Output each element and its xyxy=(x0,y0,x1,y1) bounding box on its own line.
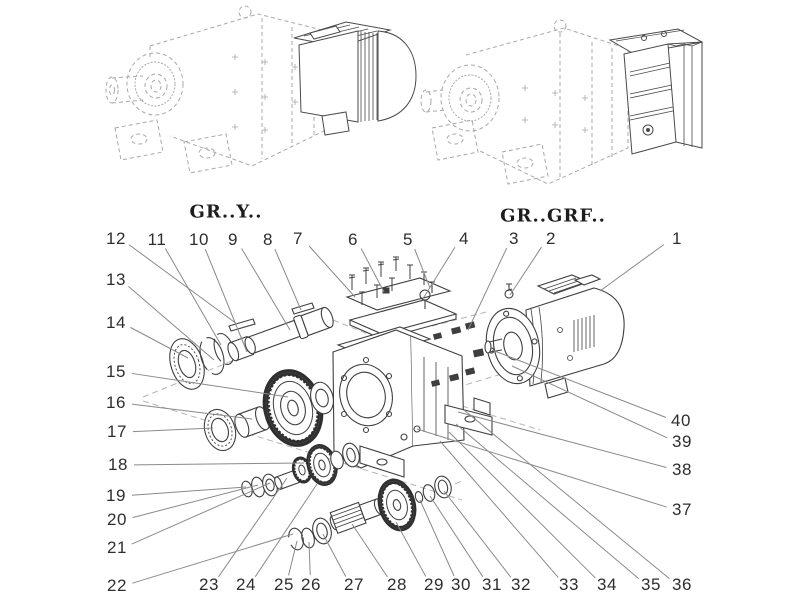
callout-29: 29 xyxy=(424,575,444,594)
callout-4: 4 xyxy=(459,229,469,248)
callout-16: 16 xyxy=(106,393,126,412)
leader-line-7 xyxy=(308,245,356,298)
leader-line-34 xyxy=(448,431,596,579)
callout-8: 8 xyxy=(263,230,273,249)
leader-lines xyxy=(128,244,670,584)
callout-36: 36 xyxy=(672,575,692,594)
leader-line-36 xyxy=(463,409,670,580)
leader-line-40 xyxy=(491,349,667,418)
leader-line-33 xyxy=(439,440,559,578)
callout-15: 15 xyxy=(106,362,126,381)
callout-9: 9 xyxy=(228,230,238,249)
figure-gr-grf-cover xyxy=(608,28,704,155)
leader-line-30 xyxy=(419,499,455,577)
leader-line-24 xyxy=(254,483,318,578)
leader-line-9 xyxy=(241,248,291,331)
leader-line-25 xyxy=(288,540,298,576)
motor xyxy=(430,274,625,399)
callout-25: 25 xyxy=(274,575,294,594)
leader-line-37 xyxy=(416,428,667,508)
figure-label-gr-grf: GR..GRF.. xyxy=(500,205,606,227)
leader-line-2 xyxy=(509,246,542,296)
leader-line-39 xyxy=(511,365,668,439)
leader-line-18 xyxy=(133,462,305,466)
callout-28: 28 xyxy=(387,575,407,594)
leader-line-31 xyxy=(429,495,484,578)
callout-23: 23 xyxy=(199,575,219,594)
leader-line-17 xyxy=(132,427,214,433)
callout-2: 2 xyxy=(546,229,556,248)
leader-line-4 xyxy=(423,246,456,298)
leader-line-26 xyxy=(308,541,311,576)
callout-10: 10 xyxy=(189,230,209,249)
leader-line-38 xyxy=(457,411,667,468)
input-shaft-parts xyxy=(169,302,334,390)
leader-line-22 xyxy=(132,533,294,584)
leader-line-27 xyxy=(322,533,347,577)
leader-line-13 xyxy=(128,285,215,361)
callout-11: 11 xyxy=(147,230,167,249)
leader-line-14 xyxy=(130,326,189,359)
callout-32: 32 xyxy=(511,575,531,594)
callout-7: 7 xyxy=(293,229,303,248)
callout-19: 19 xyxy=(106,486,126,505)
leader-line-23 xyxy=(218,477,288,578)
callout-40: 40 xyxy=(671,411,691,430)
callout-39: 39 xyxy=(672,432,692,451)
callout-37: 37 xyxy=(672,500,692,519)
callout-35: 35 xyxy=(641,575,661,594)
first-stage-gear-parts xyxy=(203,369,334,452)
callout-30: 30 xyxy=(451,575,471,594)
leader-line-20 xyxy=(132,484,259,519)
leader-line-15 xyxy=(131,372,289,398)
leader-line-8 xyxy=(274,248,302,311)
leader-line-19 xyxy=(131,486,247,496)
callout-22: 22 xyxy=(107,576,127,595)
callout-20: 20 xyxy=(107,510,127,529)
figure-label-gr-y: GR..Y.. xyxy=(189,201,263,223)
callout-24: 24 xyxy=(236,575,256,594)
figure-gr-grf-gearbox xyxy=(420,19,629,185)
callout-5: 5 xyxy=(403,230,413,249)
leader-line-28 xyxy=(351,523,388,578)
callout-13: 13 xyxy=(106,270,126,289)
callout-34: 34 xyxy=(597,575,617,594)
leader-line-5 xyxy=(414,248,431,289)
leader-line-16 xyxy=(131,403,253,420)
callout-26: 26 xyxy=(301,575,321,594)
leader-line-6 xyxy=(360,248,385,293)
callout-6: 6 xyxy=(348,230,358,249)
second-stage-gear-parts xyxy=(241,442,360,498)
callout-18: 18 xyxy=(108,455,128,474)
gear-housing xyxy=(332,326,493,478)
callout-1: 1 xyxy=(672,229,682,248)
callout-3: 3 xyxy=(509,229,519,248)
leader-line-21 xyxy=(131,482,271,545)
leader-line-11 xyxy=(164,248,222,346)
callout-38: 38 xyxy=(672,460,692,479)
callout-33: 33 xyxy=(559,575,579,594)
callout-12: 12 xyxy=(106,229,126,248)
figure-gr-y-motor xyxy=(293,21,417,136)
cover-bolts xyxy=(348,256,427,305)
callout-31: 31 xyxy=(482,575,502,594)
output-shaft-parts xyxy=(288,475,452,551)
leader-line-35 xyxy=(455,423,639,580)
callout-27: 27 xyxy=(344,575,364,594)
leader-line-32 xyxy=(443,490,512,578)
callout-21: 21 xyxy=(107,538,127,557)
leader-line-12 xyxy=(128,244,238,325)
leader-line-29 xyxy=(395,521,427,577)
figure-gr-y-gearbox xyxy=(105,5,335,174)
callout-17: 17 xyxy=(107,422,127,441)
callout-14: 14 xyxy=(106,313,126,332)
leader-line-10 xyxy=(204,249,248,353)
housing-cover-parts xyxy=(345,256,458,340)
leader-line-1 xyxy=(599,244,665,292)
leader-line-3 xyxy=(467,247,508,331)
